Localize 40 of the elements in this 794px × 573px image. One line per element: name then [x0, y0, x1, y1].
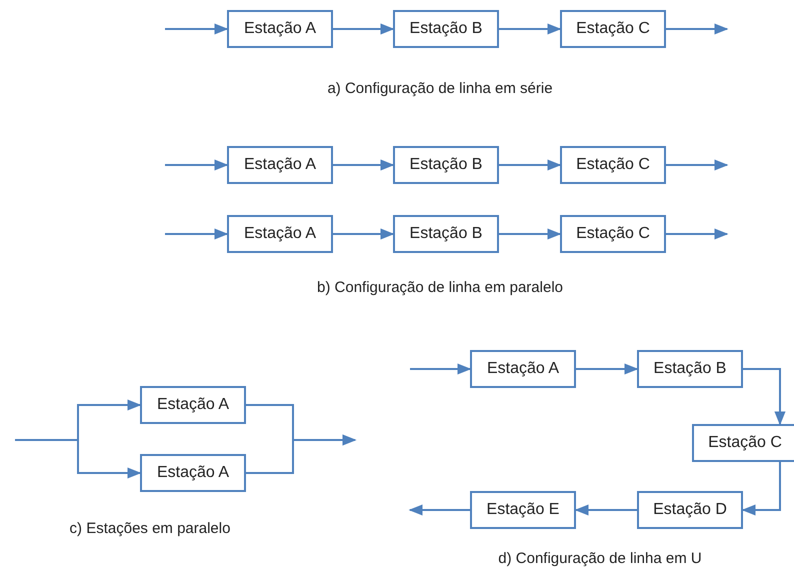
station-box: Estação B [393, 10, 499, 48]
arrow [499, 23, 562, 35]
arrow [333, 23, 394, 35]
caption: a) Configuração de linha em série [327, 80, 553, 97]
arrow [743, 368, 786, 426]
station-box: Estação B [393, 215, 499, 253]
arrow [333, 228, 394, 240]
station-box: Estação C [560, 10, 666, 48]
arrow [333, 159, 394, 171]
caption: c) Estações em paralelo [70, 520, 230, 537]
arrow [666, 228, 728, 240]
arrow [15, 439, 142, 479]
arrow [165, 228, 228, 240]
arrow [499, 159, 562, 171]
station-box: Estação C [560, 146, 666, 184]
arrow [742, 462, 781, 516]
station-box: Estação A [227, 10, 333, 48]
station-box: Estação A [470, 350, 576, 388]
arrow [408, 504, 470, 516]
station-box: Estação E [470, 491, 576, 529]
station-box: Estação B [393, 146, 499, 184]
station-box: Estação C [560, 215, 666, 253]
station-box: Estação A [140, 454, 246, 492]
station-box: Estação B [637, 350, 743, 388]
station-box: Estação A [227, 215, 333, 253]
caption: b) Configuração de linha em paralelo [317, 279, 563, 296]
arrow [165, 23, 228, 35]
station-box: Estação A [227, 146, 333, 184]
arrow [576, 363, 638, 375]
arrow [499, 228, 562, 240]
arrow [574, 504, 637, 516]
station-box: Estação D [637, 491, 743, 529]
station-box: Estação C [692, 424, 794, 462]
arrow [666, 159, 728, 171]
caption: d) Configuração de linha em U [498, 550, 702, 567]
arrow [165, 159, 228, 171]
arrow [666, 23, 728, 35]
arrow [246, 434, 356, 474]
arrow [410, 363, 472, 375]
station-box: Estação A [140, 386, 246, 424]
